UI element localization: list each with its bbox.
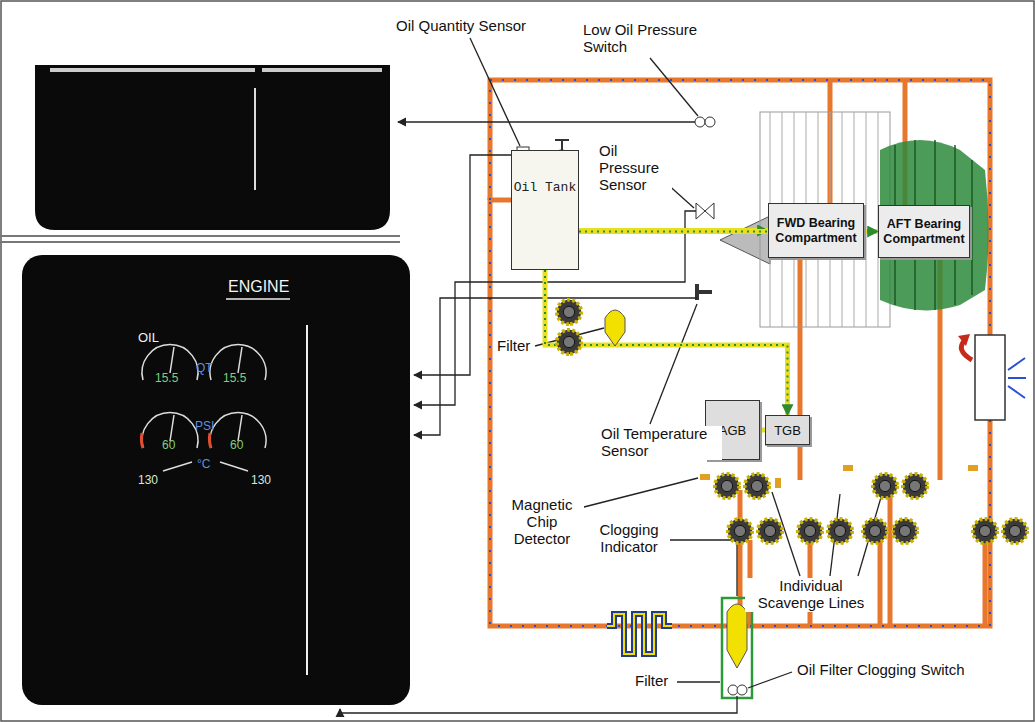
- display-readout: QT: [196, 362, 213, 375]
- oil-pressure-sensor: [696, 203, 714, 219]
- display-readout: 60: [162, 439, 175, 452]
- display-readout: 60: [230, 439, 243, 452]
- callout-label: Oil Temperature Sensor: [600, 426, 722, 460]
- scavenge-return-pipe: [490, 80, 990, 626]
- callout-label: Magnetic Chip Detector: [500, 497, 584, 547]
- node-text: AGB: [719, 423, 746, 438]
- node-text: AFT Bearing Compartment: [883, 217, 965, 246]
- scavenge-pump: [863, 519, 917, 543]
- transfer-gearbox: TGB: [765, 415, 810, 445]
- display-readout: 15.5: [223, 372, 246, 385]
- display-readout: °C: [197, 458, 210, 471]
- callout-label: Oil Filter Clogging Switch: [796, 662, 966, 679]
- leader-lines: [340, 38, 882, 713]
- fuel-oil-cooler: [975, 335, 1005, 420]
- heat-exchanger: [607, 614, 672, 654]
- upper-display: [35, 65, 390, 230]
- scavenge-pump: [798, 519, 852, 543]
- scavenge-pump: [715, 474, 769, 498]
- node-text: Oil Tank: [514, 181, 576, 196]
- scavenge-pump: [873, 474, 927, 498]
- callout-label: Filter: [496, 338, 531, 355]
- pressure-filter: [605, 310, 625, 346]
- node-text: TGB: [774, 423, 801, 438]
- pressure-pump: [557, 300, 581, 354]
- node-text: FWD Bearing Compartment: [773, 216, 859, 245]
- bearing-compartment: AFT Bearing Compartment: [878, 205, 970, 258]
- oil-supply-line: [545, 270, 788, 415]
- callout-label: Clogging Indicator: [588, 522, 670, 556]
- display-readout: PSI: [195, 420, 214, 433]
- engine-display: [22, 255, 410, 705]
- engine-core: [720, 112, 989, 327]
- display-readout: 15.5: [155, 372, 178, 385]
- bearing-compartment: FWD Bearing Compartment: [768, 203, 864, 258]
- oil-tank: Oil Tank: [511, 150, 579, 270]
- scavenge-pump: [973, 519, 1027, 543]
- callout-label: Filter: [634, 673, 669, 690]
- display-readout: 130: [138, 474, 158, 487]
- display-readout: OIL: [138, 331, 159, 346]
- display-readout: ENGINE: [228, 278, 289, 296]
- scavenge-pump: [728, 519, 782, 543]
- callout-label: Individual Scavenge Lines: [745, 578, 877, 612]
- callout-label: Oil Quantity Sensor: [395, 18, 527, 35]
- oil-temperature-sensor: [697, 284, 712, 300]
- callout-label: Oil Pressure Sensor: [598, 143, 672, 193]
- low-oil-pressure-switch: [695, 117, 715, 127]
- scavenge-filter: [727, 604, 747, 668]
- display-readout: 130: [251, 474, 271, 487]
- callout-label: Low Oil Pressure Switch: [582, 22, 719, 56]
- scavenge-filter-housing: [722, 598, 752, 698]
- gauges: [142, 345, 266, 471]
